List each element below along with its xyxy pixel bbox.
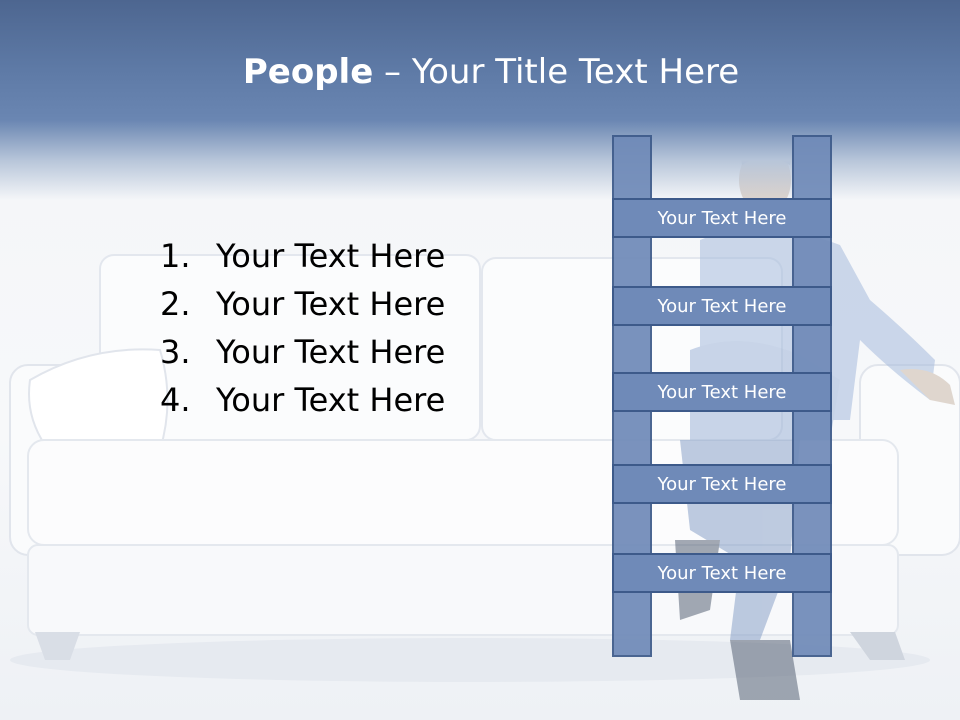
slide-title: People – Your Title Text Here: [0, 52, 960, 92]
ladder-rung-4: Your Text Here: [612, 464, 832, 504]
list-text: Your Text Here: [216, 285, 446, 323]
list-number: 4.: [160, 381, 191, 419]
ladder-rung-5: Your Text Here: [612, 553, 832, 593]
ladder-rung-2: Your Text Here: [612, 286, 832, 326]
list-text: Your Text Here: [216, 381, 446, 419]
title-rest: – Your Title Text Here: [373, 52, 740, 92]
list-item: 4. Your Text Here: [160, 376, 445, 424]
title-bold: People: [242, 52, 374, 92]
list-item: 1. Your Text Here: [160, 232, 445, 280]
list-number: 1.: [160, 237, 191, 275]
list-text: Your Text Here: [216, 333, 446, 371]
numbered-list: 1. Your Text Here 2. Your Text Here 3. Your…: [160, 232, 445, 424]
list-item: 3. Your Text Here: [160, 328, 445, 376]
list-item: 2. Your Text Here: [160, 280, 445, 328]
ladder-rung-1: Your Text Here: [612, 198, 832, 238]
list-number: 3.: [160, 333, 191, 371]
list-text: Your Text Here: [216, 237, 446, 275]
ladder-rung-3: Your Text Here: [612, 372, 832, 412]
list-number: 2.: [160, 285, 191, 323]
